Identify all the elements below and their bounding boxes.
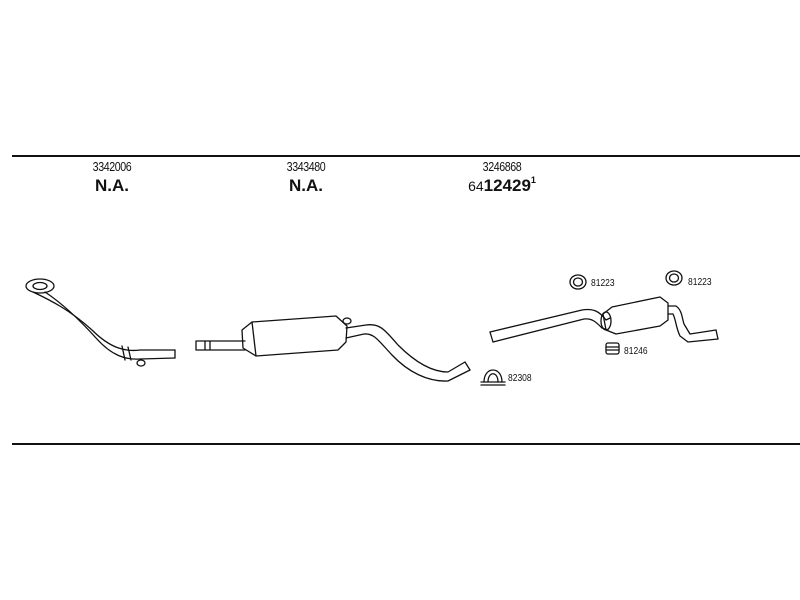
front-pipe-part-number: 3342006	[92, 159, 132, 174]
front-pipe-upper-wall	[32, 291, 176, 352]
rear-silencer-end-cap	[600, 311, 612, 331]
rubber-mount-icon	[605, 342, 620, 355]
front-pipe-hanger	[136, 359, 146, 367]
rubber-ring-right-icon	[665, 270, 683, 286]
front-pipe-ref: N.A.	[95, 176, 129, 195]
rubber-ring-left-icon	[569, 274, 587, 290]
rear-silencer-part-number: 3246868	[482, 159, 522, 174]
rear-silencer-ref: 64124291	[452, 175, 552, 195]
middle-silencer-seam	[251, 321, 257, 357]
rear-silencer-body	[602, 296, 669, 335]
rear-silencer-ref-suffix: 1	[530, 175, 536, 185]
rear-inlet-end	[489, 331, 494, 343]
front-pipe-label: 3342006 N.A.	[72, 160, 152, 194]
front-pipe-joint	[121, 345, 132, 361]
middle-outlet-lower	[345, 333, 471, 382]
middle-silencer-label: 3343480 N.A.	[266, 160, 346, 194]
rear-silencer	[489, 296, 719, 343]
front-pipe-flange-hole	[32, 281, 48, 291]
front-pipe-lower-wall	[44, 291, 176, 360]
rear-inlet-upper	[489, 308, 611, 333]
rear-tailpipe-upper	[667, 305, 717, 335]
clamp-callout: 82308	[508, 373, 532, 384]
top-divider-line	[12, 155, 800, 157]
middle-outlet-upper	[345, 324, 466, 373]
rear-silencer-ref-prefix: 64	[468, 178, 484, 194]
ring-callout-right: 81223	[688, 277, 712, 288]
middle-inlet-pipe	[195, 340, 246, 351]
rear-tailpipe-lower	[667, 313, 719, 343]
rear-silencer-label: 3246868 64124291	[452, 160, 552, 194]
middle-silencer-body	[241, 315, 348, 357]
middle-silencer	[195, 315, 471, 382]
middle-inlet-sleeve	[204, 340, 211, 351]
rear-inlet-lower	[492, 318, 609, 343]
exhaust-clamp-icon	[480, 369, 506, 386]
bottom-divider-line	[12, 443, 800, 445]
rear-silencer-ref-main: 12429	[483, 176, 531, 195]
front-pipe-flange	[25, 278, 55, 294]
middle-silencer-hanger	[342, 317, 352, 325]
rubber-ring-left-inner	[572, 277, 584, 287]
ring-callout-left: 81223	[591, 278, 615, 289]
mount-callout: 81246	[624, 346, 648, 357]
middle-silencer-part-number: 3343480	[286, 159, 326, 174]
front-pipe	[25, 278, 176, 367]
middle-outlet-end	[464, 361, 471, 371]
middle-silencer-ref: N.A.	[289, 176, 323, 195]
rear-tailpipe-end	[715, 329, 719, 340]
rubber-ring-right-inner	[668, 273, 680, 283]
